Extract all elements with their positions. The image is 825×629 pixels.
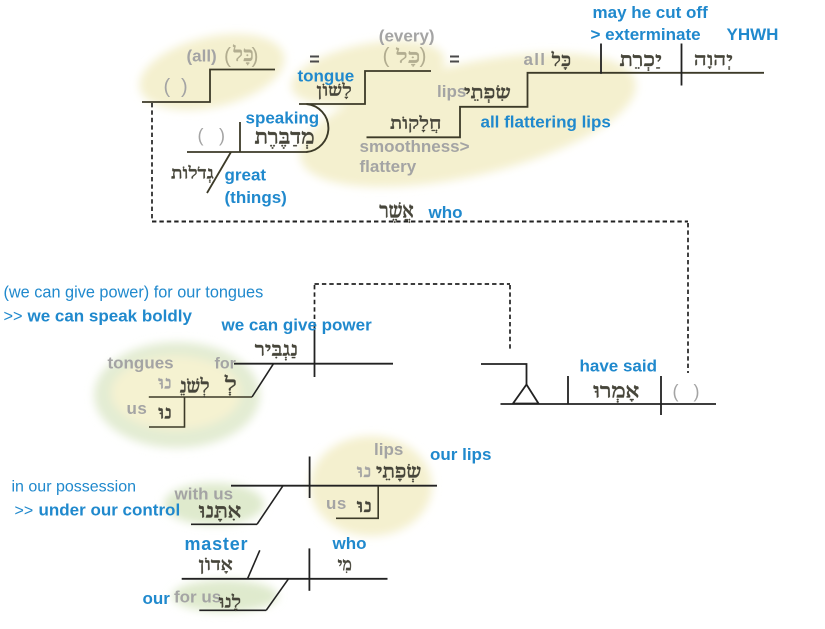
svg-text:(: ( (164, 76, 171, 98)
svg-text:(: ( (224, 44, 231, 67)
svg-text:(: ( (198, 126, 204, 146)
svg-text:YHWH: YHWH (727, 25, 779, 44)
svg-text:have said: have said (580, 356, 658, 375)
svg-text:): ) (694, 382, 700, 402)
svg-text:we can give power: we can give power (221, 316, 373, 335)
svg-text:for: for (215, 356, 236, 373)
svg-text:all flattering lips: all flattering lips (481, 112, 611, 131)
svg-text:in our possession: in our possession (12, 479, 137, 496)
svg-text:): ) (420, 44, 427, 67)
svg-text:our lips: our lips (430, 445, 491, 464)
svg-text:): ) (219, 126, 225, 146)
svg-text:lips: lips (374, 440, 403, 459)
svg-text:>>: >> (4, 308, 23, 326)
svg-text:lips: lips (437, 82, 466, 101)
svg-text:may he cut off: may he cut off (593, 3, 709, 22)
svg-text:(: ( (673, 382, 679, 402)
svg-text:who: who (428, 203, 463, 222)
svg-text:with us: with us (174, 485, 234, 504)
svg-text:smoothness>: smoothness> (360, 137, 470, 156)
svg-text:(we can give power) for our to: (we can give power) for our tongues (4, 284, 264, 302)
svg-text:): ) (252, 44, 259, 67)
svg-text:great: great (225, 165, 267, 184)
svg-text:master: master (185, 534, 249, 554)
svg-text:(every): (every) (379, 27, 435, 46)
svg-text:speaking: speaking (246, 108, 320, 127)
svg-text:flattery: flattery (360, 157, 417, 176)
svg-text:us: us (326, 494, 347, 513)
svg-text:us: us (127, 399, 148, 418)
svg-text:tongues: tongues (108, 354, 174, 373)
svg-text:(: ( (383, 44, 390, 67)
svg-text:tongue: tongue (298, 66, 355, 85)
svg-text:who: who (332, 534, 367, 553)
svg-text:our: our (143, 589, 171, 608)
svg-text:under our control: under our control (39, 500, 181, 519)
svg-text:for us: for us (174, 588, 221, 607)
svg-text:we can speak boldly: we can speak boldly (27, 307, 193, 326)
svg-text:>>: >> (15, 502, 34, 519)
svg-text:): ) (181, 76, 188, 98)
svg-text:> exterminate: > exterminate (591, 25, 701, 44)
svg-text:(all): (all) (187, 47, 217, 66)
svg-text:all: all (524, 50, 547, 69)
svg-text:=: = (449, 50, 460, 70)
svg-text:(things): (things) (225, 188, 287, 207)
svg-text:=: = (309, 50, 320, 70)
